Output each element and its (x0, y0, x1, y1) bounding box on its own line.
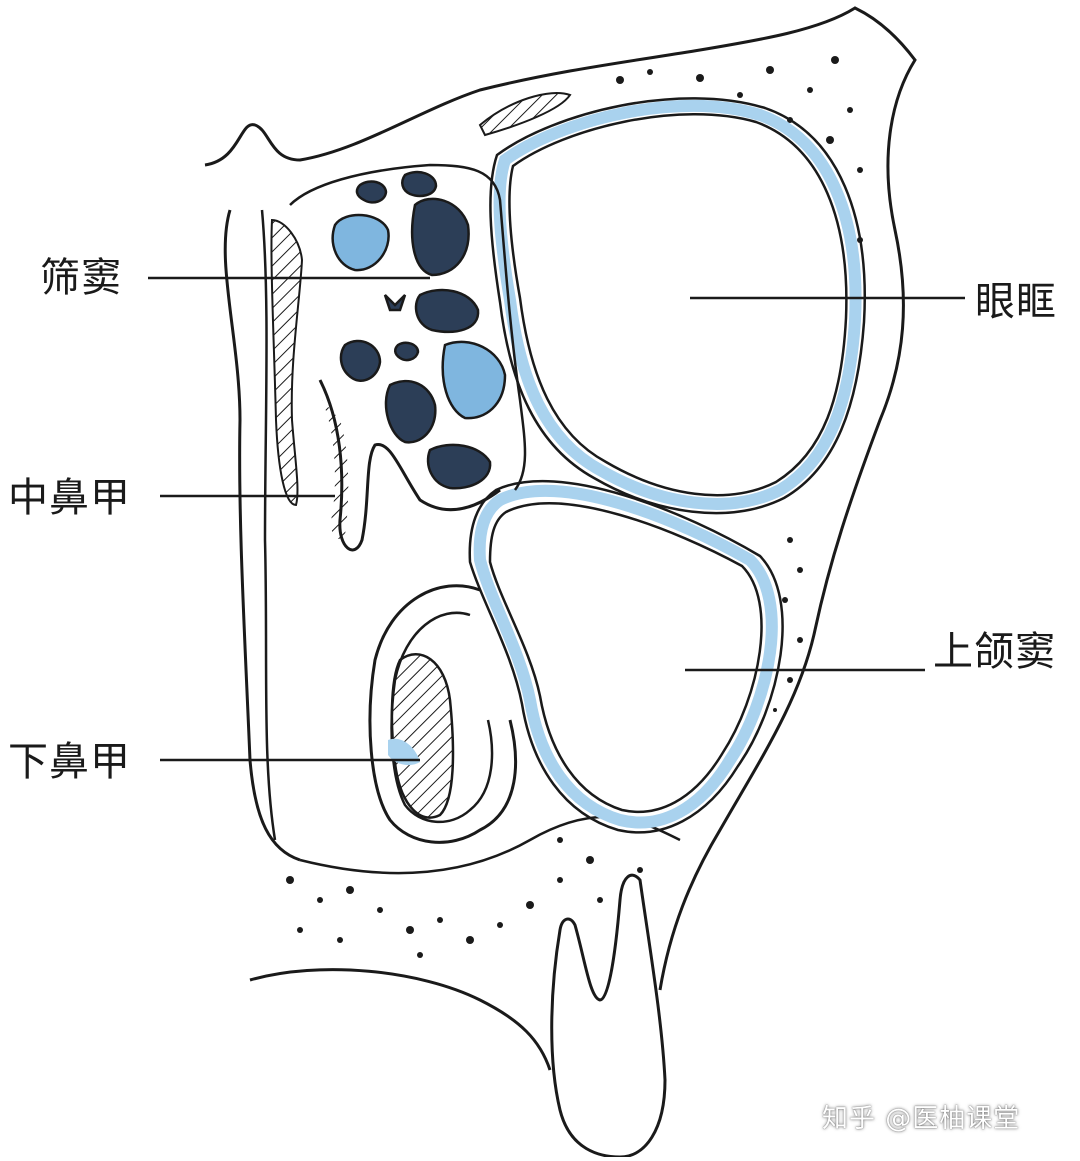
middle-turbinate-hatch (322, 400, 348, 539)
watermark-text: 知乎 @医柚课堂 (822, 1098, 1020, 1135)
label-middle-turbinate: 中鼻甲 (8, 478, 131, 518)
maxillary-sinus-lining (480, 491, 772, 823)
septum-hatch (271, 220, 302, 505)
label-ethmoid-sinus: 筛窦 (40, 258, 122, 298)
tooth-outline (552, 875, 665, 1157)
label-maxillary-sinus: 上颌窦 (933, 632, 1056, 672)
ethmoid-cells (333, 172, 505, 488)
label-orbit: 眼眶 (975, 282, 1057, 322)
label-inferior-turbinate: 下鼻甲 (8, 742, 131, 782)
palate-floor-outline (250, 970, 550, 1070)
